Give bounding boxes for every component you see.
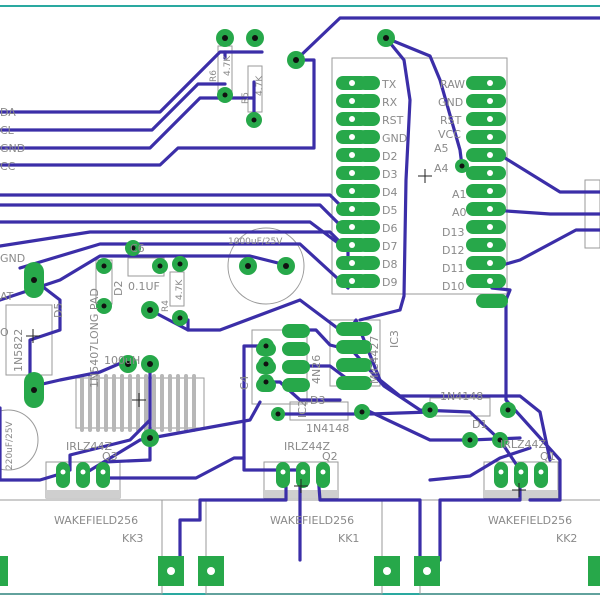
mcu-label-d6: D6 bbox=[382, 222, 397, 235]
left-label-gnd: GND bbox=[0, 252, 25, 265]
heatsink-kk2-ref: KK2 bbox=[556, 532, 577, 545]
kk3-outline bbox=[0, 499, 163, 595]
d2-ref: D2 bbox=[112, 281, 125, 296]
header-label-da: DA bbox=[0, 106, 16, 119]
c-big-outline bbox=[227, 227, 305, 305]
mcu-label-d10: D10 bbox=[442, 280, 464, 293]
c-small-outline bbox=[0, 409, 39, 471]
mcu-label-a4: A4 bbox=[434, 162, 449, 175]
pad-holes bbox=[31, 35, 544, 575]
inductor-value: 100uH bbox=[104, 354, 140, 367]
header-label-gnd: GND bbox=[0, 142, 25, 155]
d3-outline bbox=[289, 401, 349, 421]
origin-markers bbox=[26, 169, 526, 497]
mcu-label-rst-l: RST bbox=[382, 114, 404, 127]
mcu-right-pins bbox=[466, 76, 506, 288]
mcu-label-d11: D11 bbox=[442, 262, 464, 275]
mcu-label-a5: A5 bbox=[434, 142, 449, 155]
mcu-label-tx: TX bbox=[381, 78, 397, 91]
heatsink-kk3-part: WAKEFIELD256 bbox=[54, 514, 138, 527]
mcu-label-d13: D13 bbox=[442, 226, 464, 239]
q3-ref: Q3 bbox=[102, 450, 118, 463]
q1-part: IRLZ44Z bbox=[500, 438, 547, 451]
ic3-part: MIC4427 bbox=[368, 336, 381, 384]
ic2-part: 4N26 bbox=[310, 355, 323, 384]
c4-ref: C4 bbox=[238, 375, 251, 390]
mcu-left-pins bbox=[336, 76, 380, 288]
r4-ref: R4 bbox=[161, 300, 171, 312]
d3-part: 1N4148 bbox=[306, 422, 349, 435]
mcu-label-d8: D8 bbox=[382, 258, 397, 271]
mcu-label-rst-r: RST bbox=[440, 114, 462, 127]
left-label-o: O bbox=[0, 326, 9, 339]
left-label-at: AT bbox=[0, 290, 14, 303]
ic2-ref: IC2 bbox=[296, 400, 309, 418]
c6-ref: C6 bbox=[130, 242, 145, 255]
d5-ref: D5 bbox=[52, 303, 65, 318]
mcu-label-rx: RX bbox=[382, 96, 398, 109]
silkscreen-labels: DA CL GND CC GND AT O TX RX RST GND D2 D… bbox=[0, 55, 577, 545]
long-pad-label: 1N5407LONG PAD bbox=[88, 288, 101, 388]
heatsink-kk2-part: WAKEFIELD256 bbox=[488, 514, 572, 527]
mcu-outline bbox=[331, 57, 508, 295]
heatsink-kk3-ref: KK3 bbox=[122, 532, 143, 545]
q2-part: IRLZ44Z bbox=[284, 440, 331, 453]
header-label-cc: CC bbox=[0, 160, 16, 173]
cap-small-value: 220uF/25V bbox=[5, 420, 15, 470]
header-label-cl: CL bbox=[0, 124, 15, 137]
r6-ref: R6 bbox=[209, 70, 219, 82]
d1-ref: D1 bbox=[472, 418, 487, 431]
heatsink-kk1-ref: KK1 bbox=[338, 532, 359, 545]
kk1-outline bbox=[205, 499, 383, 595]
r5-value: 4.7K bbox=[255, 75, 265, 96]
q2-ref: Q2 bbox=[322, 450, 338, 463]
r6-value: 4.7K bbox=[223, 55, 233, 76]
q3-part: IRLZ44Z bbox=[66, 440, 113, 453]
mcu-label-vcc: VCC bbox=[438, 128, 461, 141]
mcu-label-a1: A1 bbox=[452, 188, 467, 201]
r5-ref: R5 bbox=[241, 92, 251, 104]
c6-value: 0.1UF bbox=[128, 280, 160, 293]
mcu-label-d5: D5 bbox=[382, 204, 397, 217]
r4-outline bbox=[169, 271, 185, 307]
d3-ref: D3 bbox=[310, 394, 325, 407]
mcu-label-d12: D12 bbox=[442, 244, 464, 257]
ic3-ref: IC3 bbox=[388, 330, 401, 348]
mcu-label-d3: D3 bbox=[382, 168, 397, 181]
mcu-label-d7: D7 bbox=[382, 240, 397, 253]
mcu-label-d4: D4 bbox=[382, 186, 397, 199]
d1-part: 1N4148 bbox=[440, 390, 483, 403]
d5-part: 1N5822 bbox=[12, 329, 25, 372]
mcu-label-a0: A0 bbox=[452, 206, 467, 219]
mcu-label-raw: RAW bbox=[440, 78, 465, 91]
r4-value: 4.7K bbox=[175, 279, 185, 300]
mcu-label-d9: D9 bbox=[382, 276, 397, 289]
q1-ref: Q1 bbox=[540, 450, 556, 463]
mcu-label-d2: D2 bbox=[382, 150, 397, 163]
q3-tab bbox=[46, 490, 120, 498]
mcu-label-gnd-l: GND bbox=[382, 132, 407, 145]
heatsink-kk1-part: WAKEFIELD256 bbox=[270, 514, 354, 527]
mcu-label-gnd-r: GND bbox=[438, 96, 463, 109]
cap-big-value: 1000uF/25V bbox=[228, 237, 283, 247]
